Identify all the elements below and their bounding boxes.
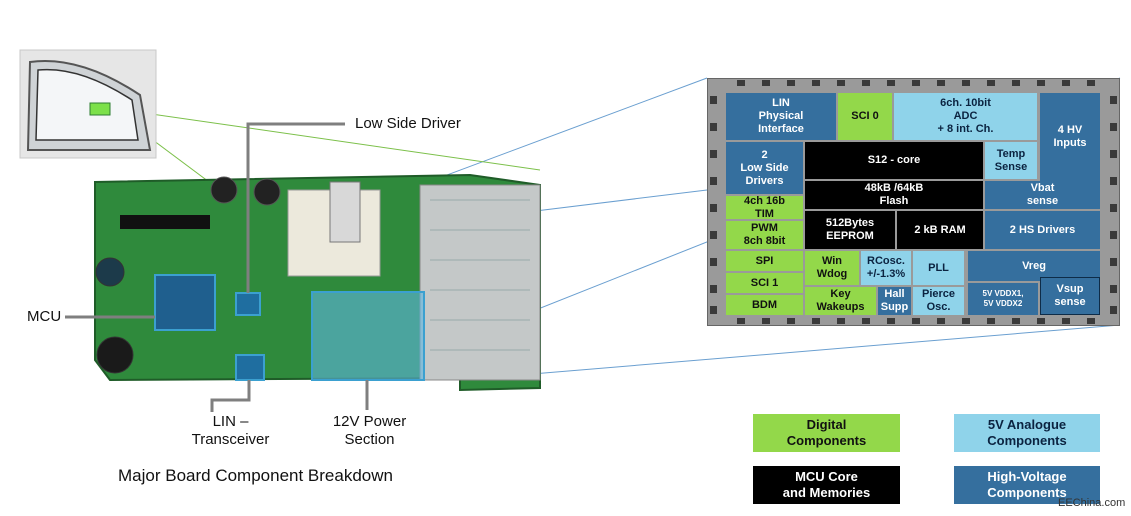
lin-transceiver-label: LIN – Transceiver: [191, 413, 270, 448]
block-vbat-sense: Vbat sense: [985, 181, 1100, 209]
block-vsup-sense: Vsup sense: [1040, 277, 1100, 315]
block-hv-inputs: 4 HV Inputs: [1040, 93, 1100, 181]
legend-analogue: 5V Analogue Components: [954, 414, 1100, 452]
power-section-label: 12V Power Section: [332, 413, 407, 448]
block-temp-sense: Temp Sense: [985, 142, 1037, 179]
block-pierce-osc: Pierce Osc.: [913, 287, 964, 315]
chip-pins: [710, 80, 1117, 324]
block-ram: 2 kB RAM: [897, 211, 983, 249]
legend-mcu-core: MCU Core and Memories: [753, 466, 900, 504]
block-s12-core: S12 - core: [805, 142, 983, 179]
block-pll: PLL: [913, 251, 964, 285]
block-bdm: BDM: [726, 295, 803, 315]
block-lin-physical-interface: LIN Physical Interface: [726, 93, 836, 140]
block-tim: 4ch 16b TIM: [726, 195, 803, 220]
block-sci0: SCI 0: [838, 93, 892, 140]
mcu-label: MCU: [27, 308, 62, 325]
block-rcosc: RCosc. +/-1.3%: [861, 251, 911, 285]
block-low-side-drivers: 2 Low Side Drivers: [726, 142, 803, 194]
block-vreg: Vreg: [968, 251, 1100, 281]
block-adc: 6ch. 10bit ADC + 8 int. Ch.: [894, 93, 1037, 140]
block-eeprom: 512Bytes EEPROM: [805, 211, 895, 249]
zoom-line-bottom: [459, 324, 1121, 381]
block-hs-drivers: 2 HS Drivers: [985, 211, 1100, 249]
low-side-driver-label: Low Side Driver: [355, 115, 461, 132]
block-pwm: PWM 8ch 8bit: [726, 221, 803, 249]
watermark: EEChina.com: [1058, 497, 1126, 509]
legend-high-voltage: High-Voltage Components: [954, 466, 1100, 504]
block-hall-supp: Hall Supp: [878, 287, 911, 315]
block-key-wakeups: Key Wakeups: [805, 287, 876, 315]
block-spi: SPI: [726, 251, 803, 271]
block-sci1: SCI 1: [726, 273, 803, 293]
caption: Major Board Component Breakdown: [118, 466, 393, 485]
legend-digital: Digital Components: [753, 414, 900, 452]
door-line-1: [109, 107, 541, 171]
block-flash: 48kB /64kB Flash: [805, 181, 983, 209]
block-win-wdog: Win Wdog: [805, 251, 859, 285]
block-vddx: 5V VDDX1, 5V VDDX2: [968, 283, 1038, 315]
